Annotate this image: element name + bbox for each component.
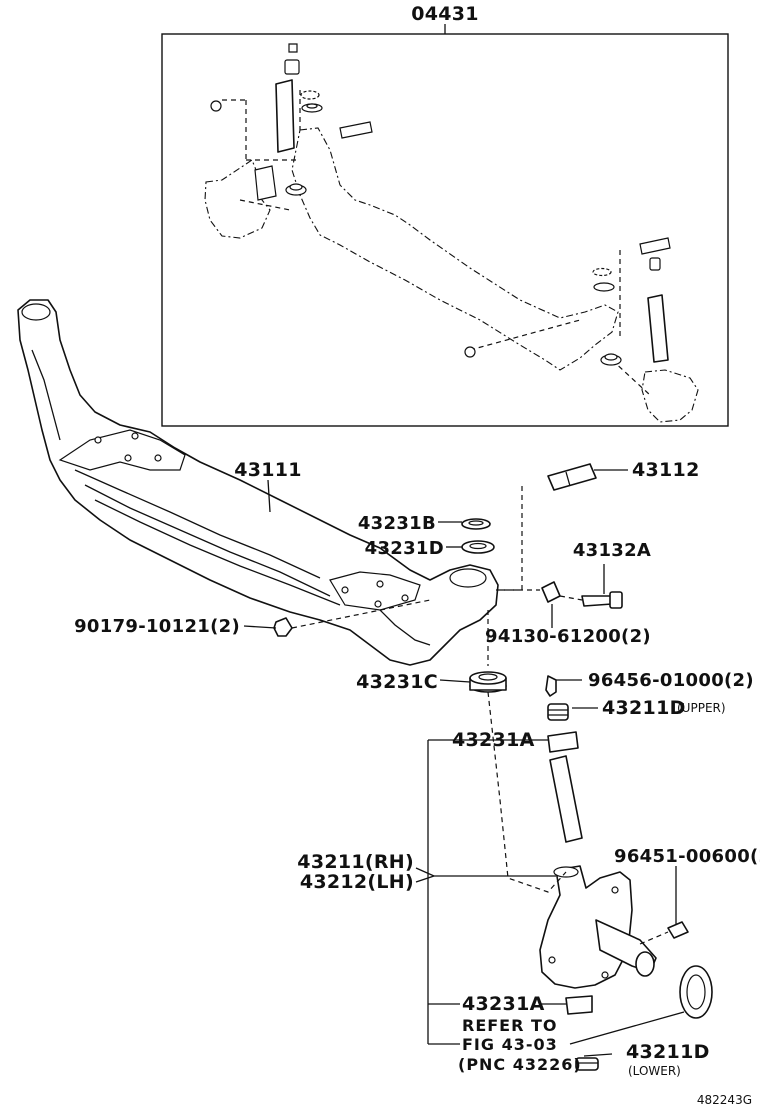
assembly-lines — [291, 486, 669, 945]
axle-beam — [17, 299, 499, 666]
label-cap-lower-note: (LOWER) — [628, 1064, 681, 1078]
part-labels: 04431 43111 43112 43231B 43231D 43132A 9… — [74, 3, 760, 1107]
kit-box — [161, 24, 729, 427]
label-refer-line1: REFER TO — [462, 1016, 558, 1035]
label-washer-b: 43231B — [358, 513, 436, 534]
label-cap-upper-note: (UPPER) — [677, 701, 726, 715]
label-bearing-c: 43231C — [356, 671, 438, 693]
label-cap-lower: 43211D — [626, 1041, 710, 1063]
label-king-pin-upper: 43112 — [632, 459, 700, 481]
label-fitting: 96456-01000(2) — [588, 670, 754, 691]
label-nut-94130: 94130-61200(2) — [485, 626, 651, 647]
label-washer-d: 43231D — [365, 538, 444, 559]
label-knuckle-lh: 43212(LH) — [300, 871, 414, 893]
label-drawing-code: 482243G — [697, 1093, 752, 1107]
leader-lines — [243, 469, 685, 1057]
label-refer-line2: FIG 43-03 — [462, 1035, 558, 1054]
kit-parts — [210, 43, 671, 366]
loose-parts — [273, 463, 713, 1071]
label-cap-upper: 43211D — [602, 697, 686, 719]
label-axle-beam: 43111 — [234, 459, 302, 481]
kit-ghost-axle — [204, 90, 699, 423]
label-kit: 04431 — [411, 3, 479, 25]
label-bushing-a-upper: 43231A — [452, 729, 535, 751]
label-knuckle-rh: 43211(RH) — [297, 851, 414, 873]
label-bolt-a: 43132A — [573, 540, 651, 561]
label-refer-line3: (PNC 43226) — [458, 1055, 582, 1074]
label-bushing-a-lower: 43231A — [462, 993, 545, 1015]
label-plug: 96451-00600(2) — [614, 846, 760, 867]
label-nut-90179: 90179-10121(2) — [74, 616, 240, 637]
